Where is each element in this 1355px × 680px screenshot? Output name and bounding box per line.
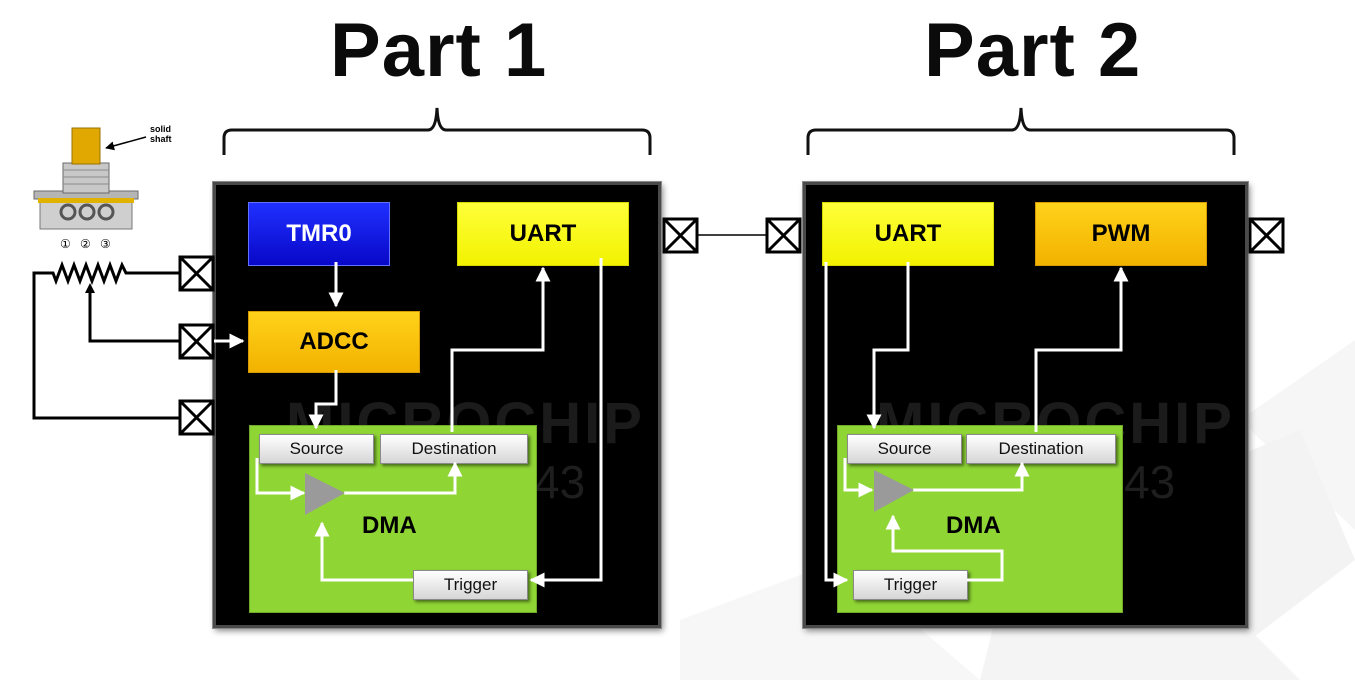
p2-amp-to-destination-arrow — [913, 461, 1030, 492]
pin-box — [178, 323, 215, 360]
watermark-number: 43 — [534, 456, 586, 508]
part2-uart-block: UART — [822, 202, 994, 266]
part2-brace — [806, 107, 1236, 155]
part1-uart-block: UART — [457, 202, 629, 266]
p1-uart-to-trigger-arrow — [529, 258, 603, 588]
watermark-number: 43 — [1124, 456, 1176, 508]
p1-trigger-to-amp-arrow — [314, 521, 413, 582]
pwm-block: PWM — [1035, 202, 1207, 266]
shaft-pointer-arrow — [105, 136, 147, 151]
pot-pin-3-label: ③ — [100, 237, 111, 251]
part1-dma-trigger: Trigger — [413, 570, 528, 600]
part1-title: Part 1 — [330, 8, 548, 93]
part2-dma-label: DMA — [946, 512, 1001, 539]
part1-dma-amplifier — [305, 473, 345, 515]
adcc-to-source-arrow — [308, 370, 338, 430]
pin-box — [178, 399, 215, 436]
part1-chip: MICROCHIP 43 TMR0 UART ADCC Source Desti… — [213, 182, 661, 628]
pin-box — [178, 255, 215, 292]
part1-dma-block: Source Destination Trigger DMA — [249, 425, 537, 613]
pin-box — [662, 217, 699, 254]
potentiometer-schematic — [32, 260, 180, 420]
shaft-label-line2: shaft — [150, 134, 172, 144]
p1-amp-to-destination-arrow — [344, 461, 463, 495]
part2-dma-block: Source Destination Trigger DMA — [837, 425, 1123, 613]
p1-source-to-amp-arrow — [255, 458, 306, 501]
p2-uart-to-source-arrow — [866, 262, 910, 430]
part1-dma-destination: Destination — [380, 434, 528, 464]
part1-dma-source: Source — [259, 434, 374, 464]
p2-source-to-amp-arrow — [843, 458, 874, 498]
part2-dma-amplifier — [874, 470, 914, 512]
potentiometer-image — [33, 127, 139, 230]
part1-brace — [222, 107, 652, 155]
tmr0-block: TMR0 — [248, 202, 390, 266]
pot-pin-1-label: ① — [60, 237, 71, 251]
part2-chip: MICROCHIP 43 UART PWM Source Destination… — [803, 182, 1248, 628]
part2-title: Part 2 — [924, 8, 1142, 93]
p2-destination-to-pwm-arrow — [1034, 266, 1129, 432]
part2-dma-trigger: Trigger — [853, 570, 968, 600]
p2-uart-to-trigger-arrow — [824, 262, 849, 588]
potentiometer-wiper-arrow — [85, 283, 95, 293]
pin-box — [1248, 217, 1285, 254]
pin-box — [765, 217, 802, 254]
part1-dma-label: DMA — [362, 512, 417, 539]
pot-pin-2-label: ② — [80, 237, 91, 251]
shaft-label-line1: solid — [150, 124, 172, 134]
p1-destination-to-uart-arrow — [450, 266, 551, 432]
p2-trigger-to-amp-arrow — [885, 514, 1004, 582]
part2-dma-source: Source — [847, 434, 962, 464]
adcc-block: ADCC — [248, 311, 420, 373]
part2-dma-destination: Destination — [966, 434, 1116, 464]
